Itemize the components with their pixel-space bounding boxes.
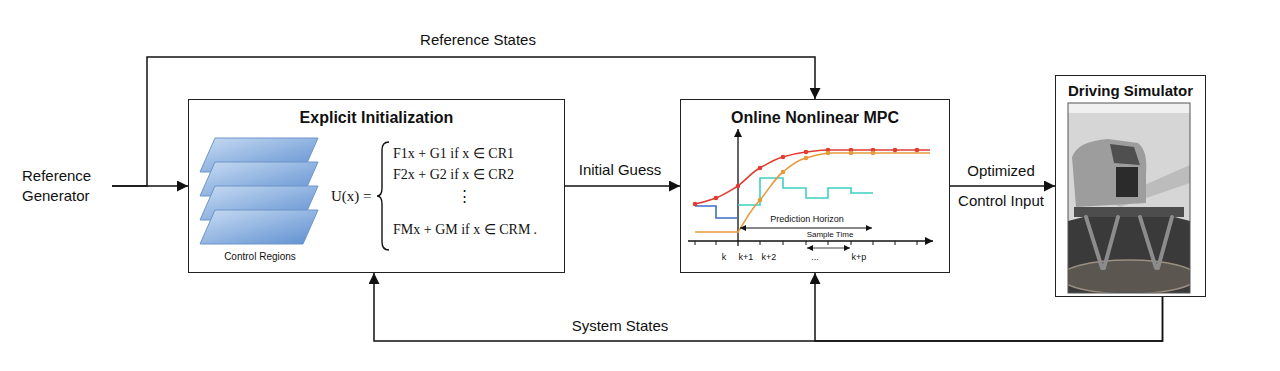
reference-points (693, 148, 920, 207)
photo-border (1068, 103, 1190, 293)
actuator (1140, 217, 1156, 268)
node-text: k (709, 252, 739, 263)
tick (895, 241, 896, 245)
node-text: FMx + GM if x ∈ CRM (393, 221, 530, 239)
node-heading: Reference Generator (22, 166, 112, 206)
signal-arrow (565, 185, 680, 187)
node-text: k+2 (754, 252, 784, 263)
node-heading: Online Nonlinear MPC (681, 108, 949, 128)
floor-disc (1068, 260, 1190, 293)
process-box: Online Nonlinear MPC Prediction HorizonSa… (680, 99, 950, 273)
region-layer (200, 210, 318, 244)
simulator-photo (1061, 103, 1197, 294)
mpc-chart (688, 129, 933, 248)
axis-ticks (695, 241, 917, 245)
horizon-arrow (740, 228, 872, 229)
prediction-points (758, 151, 876, 203)
point (693, 202, 698, 207)
point (714, 196, 719, 201)
dome-light (1068, 103, 1190, 113)
node-text: Prediction Horizon (757, 214, 857, 225)
tick (873, 241, 874, 245)
node-text: F2x + G2 if x ∈ CR2 (393, 166, 514, 184)
point (781, 170, 786, 175)
car-window (1110, 144, 1140, 165)
node-text: . (533, 221, 537, 239)
signal-label: Initial Guess (576, 161, 665, 179)
node-text: Sample Time (800, 230, 860, 240)
signal-label: Reference States (417, 31, 539, 49)
point (804, 150, 809, 155)
source-block: Reference Generator (22, 166, 112, 206)
signal-label: Optimized Control Input (948, 156, 1054, 216)
motion-platform (1074, 207, 1184, 217)
process-box: Explicit InitializationControl Regions U(… (188, 99, 565, 273)
tick (806, 241, 807, 245)
past-input (695, 206, 738, 218)
sample-time-arrow (807, 248, 850, 249)
signal-arrow (815, 273, 1163, 341)
node-text: U(x) = (331, 187, 372, 205)
point (804, 156, 809, 161)
point (758, 198, 763, 203)
signal-arrow (950, 185, 1055, 187)
reference-trajectory (695, 150, 930, 204)
node-text: ... (800, 252, 830, 263)
actuator (1158, 217, 1172, 268)
predicted-output (695, 153, 930, 232)
car-body (1072, 139, 1146, 207)
control-region-stack (200, 138, 318, 244)
point (736, 184, 741, 189)
curly-brace (377, 142, 389, 250)
tick (917, 241, 918, 245)
actuator (1086, 217, 1102, 268)
node-heading: Explicit Initialization (189, 108, 564, 128)
projection-dome (1068, 103, 1190, 221)
point (781, 155, 786, 160)
point (826, 151, 831, 156)
signal-arrow (112, 57, 815, 186)
node-heading: Driving Simulator (1056, 81, 1205, 100)
actuator (1104, 217, 1118, 268)
tick (851, 241, 852, 245)
predicted-input (738, 178, 873, 205)
cockpit-frame (1116, 167, 1138, 197)
node-text: ⋮ (457, 187, 472, 205)
point (893, 148, 898, 153)
time-axis (688, 240, 933, 241)
point (758, 166, 763, 171)
point (849, 151, 854, 156)
node-text: k+p (844, 252, 874, 263)
tick (783, 241, 784, 245)
tick (716, 241, 717, 245)
signal-arrow (374, 273, 1163, 341)
hexapod-legs (1086, 217, 1172, 268)
signal-label: System States (569, 317, 672, 335)
tick (695, 241, 696, 245)
tick (760, 241, 761, 245)
point (871, 151, 876, 156)
node-text: F1x + G1 if x ∈ CR1 (393, 145, 514, 163)
simulator-box: Driving Simulator (1055, 75, 1206, 297)
tick (828, 241, 829, 245)
node-text: Control Regions (220, 251, 300, 263)
node-text: k+1 (731, 252, 761, 263)
point (915, 148, 920, 153)
